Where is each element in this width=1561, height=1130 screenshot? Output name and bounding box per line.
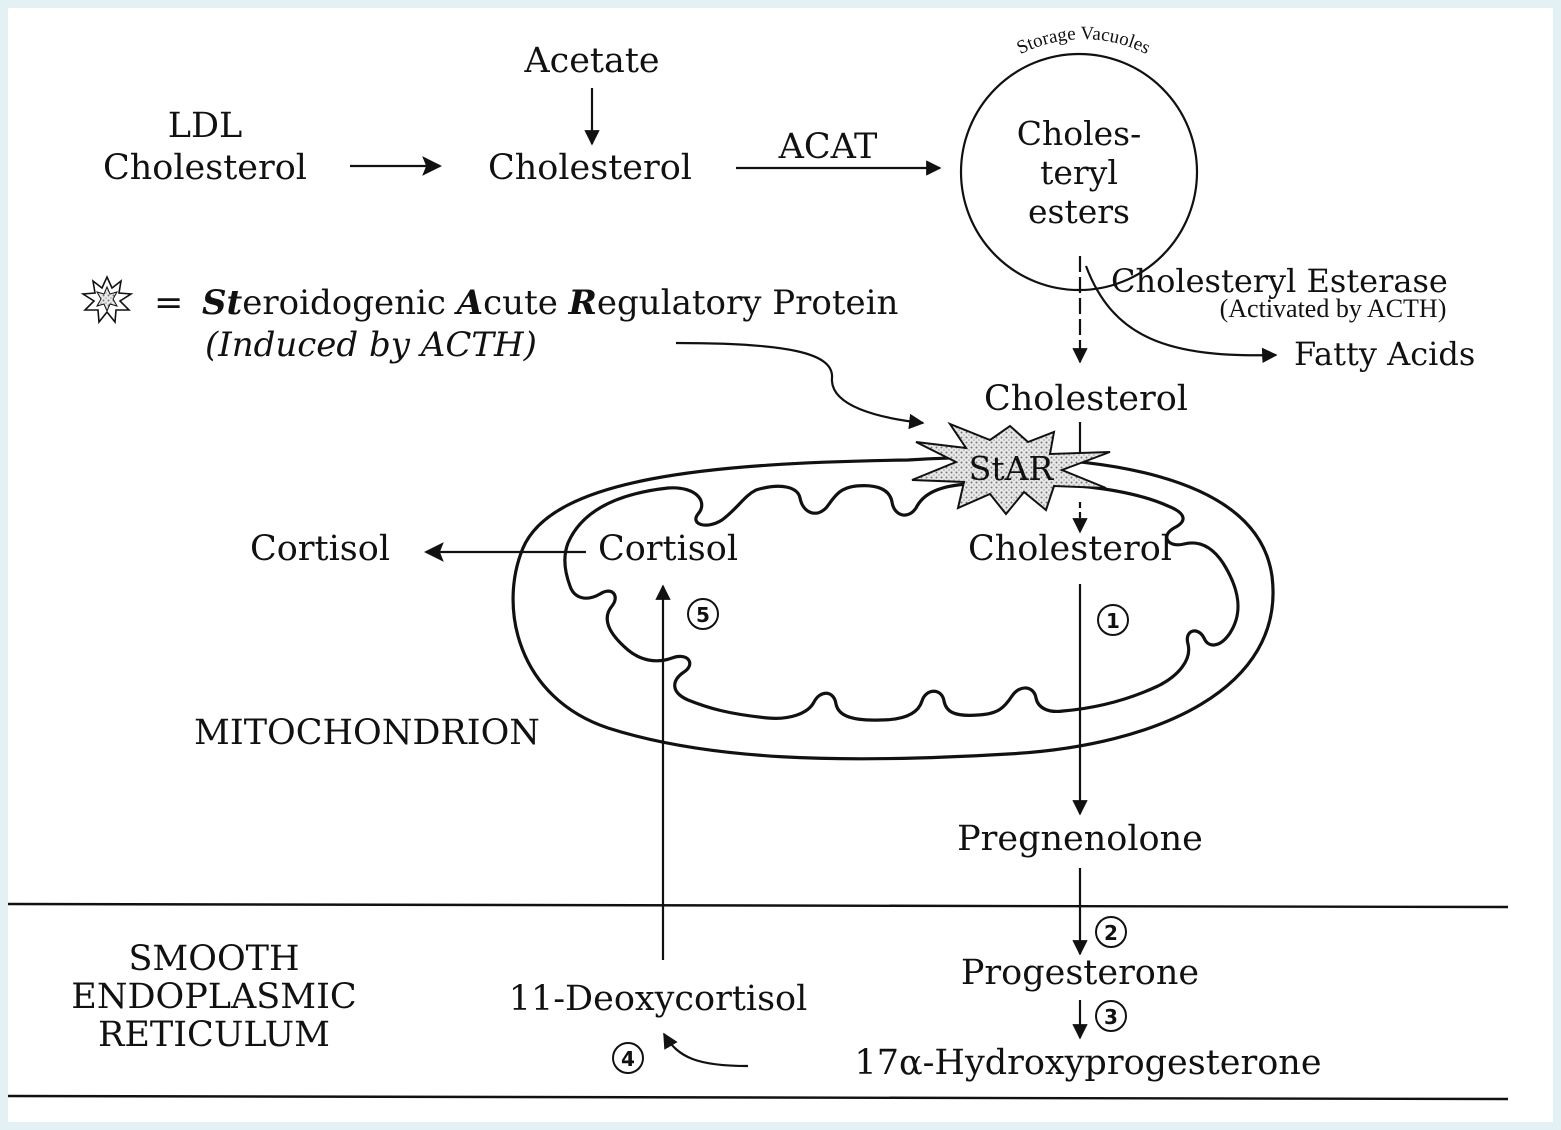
legend-line2: (Induced by ACTH): [205, 325, 537, 365]
diagram-canvas: Acetate LDL Cholesterol Cholesterol ACAT…: [8, 8, 1553, 1122]
acat-label: ACAT: [778, 127, 878, 167]
er-label-line2: ENDOPLASMIC: [71, 977, 356, 1017]
esters-label-line3: esters: [1028, 192, 1130, 231]
legend-seg-st: St: [202, 283, 243, 323]
legend-seg-r: R: [568, 283, 597, 323]
legend-seg-a: A: [454, 283, 483, 323]
progesterone-label: Progesterone: [961, 953, 1199, 993]
svg-text:1: 1: [1106, 609, 1120, 633]
step2-marker: 2: [1096, 917, 1126, 947]
er-label-line1: SMOOTH: [128, 939, 299, 979]
cholesterol-top-label: Cholesterol: [488, 148, 692, 188]
svg-text:2: 2: [1104, 921, 1118, 945]
step4-arrow: [664, 1034, 748, 1066]
pregnenolone-label: Pregnenolone: [957, 819, 1203, 859]
legend-seg-cute: cute: [483, 283, 569, 323]
svg-text:4: 4: [621, 1047, 635, 1071]
mitochondrion-label: MITOCHONDRION: [194, 713, 540, 753]
er-boundary-top: [8, 904, 1508, 907]
cortisol-inner-label: Cortisol: [598, 529, 738, 569]
er-boundary-bottom: [8, 1096, 1508, 1099]
legend-to-star-arrow: [676, 343, 923, 423]
ldl-label: LDL: [168, 106, 243, 146]
svg-text:3: 3: [1104, 1005, 1118, 1029]
cortisol-outer-label: Cortisol: [250, 529, 390, 569]
esters-label-line1: Choles-: [1017, 114, 1142, 153]
cholesterol-inner-label: Cholesterol: [968, 529, 1172, 569]
acetate-label: Acetate: [523, 41, 659, 81]
hydroxyprogesterone-label: 17α-Hydroxyprogesterone: [854, 1043, 1321, 1083]
er-label-line3: RETICULUM: [98, 1015, 330, 1055]
ldl-cholesterol-label: Cholesterol: [103, 148, 307, 188]
step5-marker: 5: [688, 599, 718, 629]
legend-seg-eroidogenic: eroidogenic: [242, 283, 456, 323]
legend-equals: =: [154, 283, 183, 323]
svg-text:5: 5: [696, 603, 710, 627]
step1-marker: 1: [1098, 605, 1128, 635]
steroidogenesis-diagram: Acetate LDL Cholesterol Cholesterol ACAT…: [8, 8, 1553, 1122]
deoxycortisol-label: 11-Deoxycortisol: [509, 979, 808, 1019]
cholesterol-mid-label: Cholesterol: [984, 379, 1188, 419]
step4-marker: 4: [613, 1043, 643, 1073]
mitochondrion-inner-membrane: [565, 483, 1238, 720]
fatty-acids-label: Fatty Acids: [1294, 335, 1475, 373]
legend-star-burst-icon: [83, 277, 131, 322]
esters-label-line2: teryl: [1040, 153, 1118, 192]
legend-line1: Steroidogenic Acute Regulatory Protein: [202, 283, 898, 323]
legend-seg-egulatory: egulatory Protein: [597, 283, 898, 323]
star-label: StAR: [969, 449, 1055, 488]
esterase-note: (Activated by ACTH): [1220, 294, 1447, 323]
step3-marker: 3: [1096, 1001, 1126, 1031]
